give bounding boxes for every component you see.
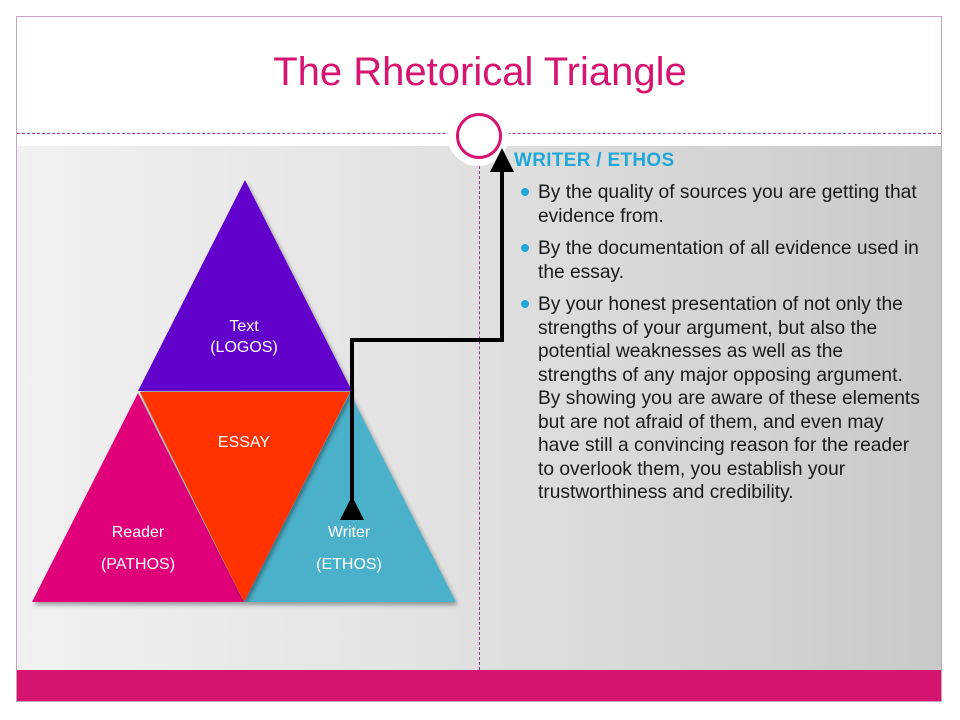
- bullet-icon: [521, 300, 529, 308]
- section-heading: WRITER / ETHOS: [514, 150, 675, 171]
- ethos-label: Writer: [328, 524, 371, 541]
- essay-triangle: [140, 392, 350, 602]
- logos-triangle: [138, 180, 352, 391]
- logos-label: Text: [229, 318, 259, 335]
- connector-arrow: [340, 148, 514, 520]
- pathos-triangle: [32, 393, 244, 602]
- bullet-text: By the quality of sources you are gettin…: [538, 182, 917, 227]
- bullet-list: By the quality of sources you are gettin…: [520, 181, 920, 514]
- essay-label: ESSAY: [218, 434, 271, 451]
- bullet-text: By the documentation of all evidence use…: [538, 238, 919, 283]
- list-item: By the documentation of all evidence use…: [520, 237, 920, 284]
- list-item: By your honest presentation of not only …: [520, 293, 920, 505]
- pathos-sublabel: (PATHOS): [101, 556, 175, 573]
- bullet-icon: [521, 244, 529, 252]
- footer-bar: [17, 670, 941, 702]
- bullet-text: By your honest presentation of not only …: [538, 294, 920, 503]
- logos-sublabel: (LOGOS): [210, 339, 278, 356]
- bullet-icon: [521, 188, 529, 196]
- slide-title: The Rhetorical Triangle: [273, 50, 687, 94]
- slide-frame: [16, 16, 942, 702]
- pathos-label: Reader: [112, 524, 165, 541]
- list-item: By the quality of sources you are gettin…: [520, 181, 920, 228]
- ethos-sublabel: (ETHOS): [316, 556, 382, 573]
